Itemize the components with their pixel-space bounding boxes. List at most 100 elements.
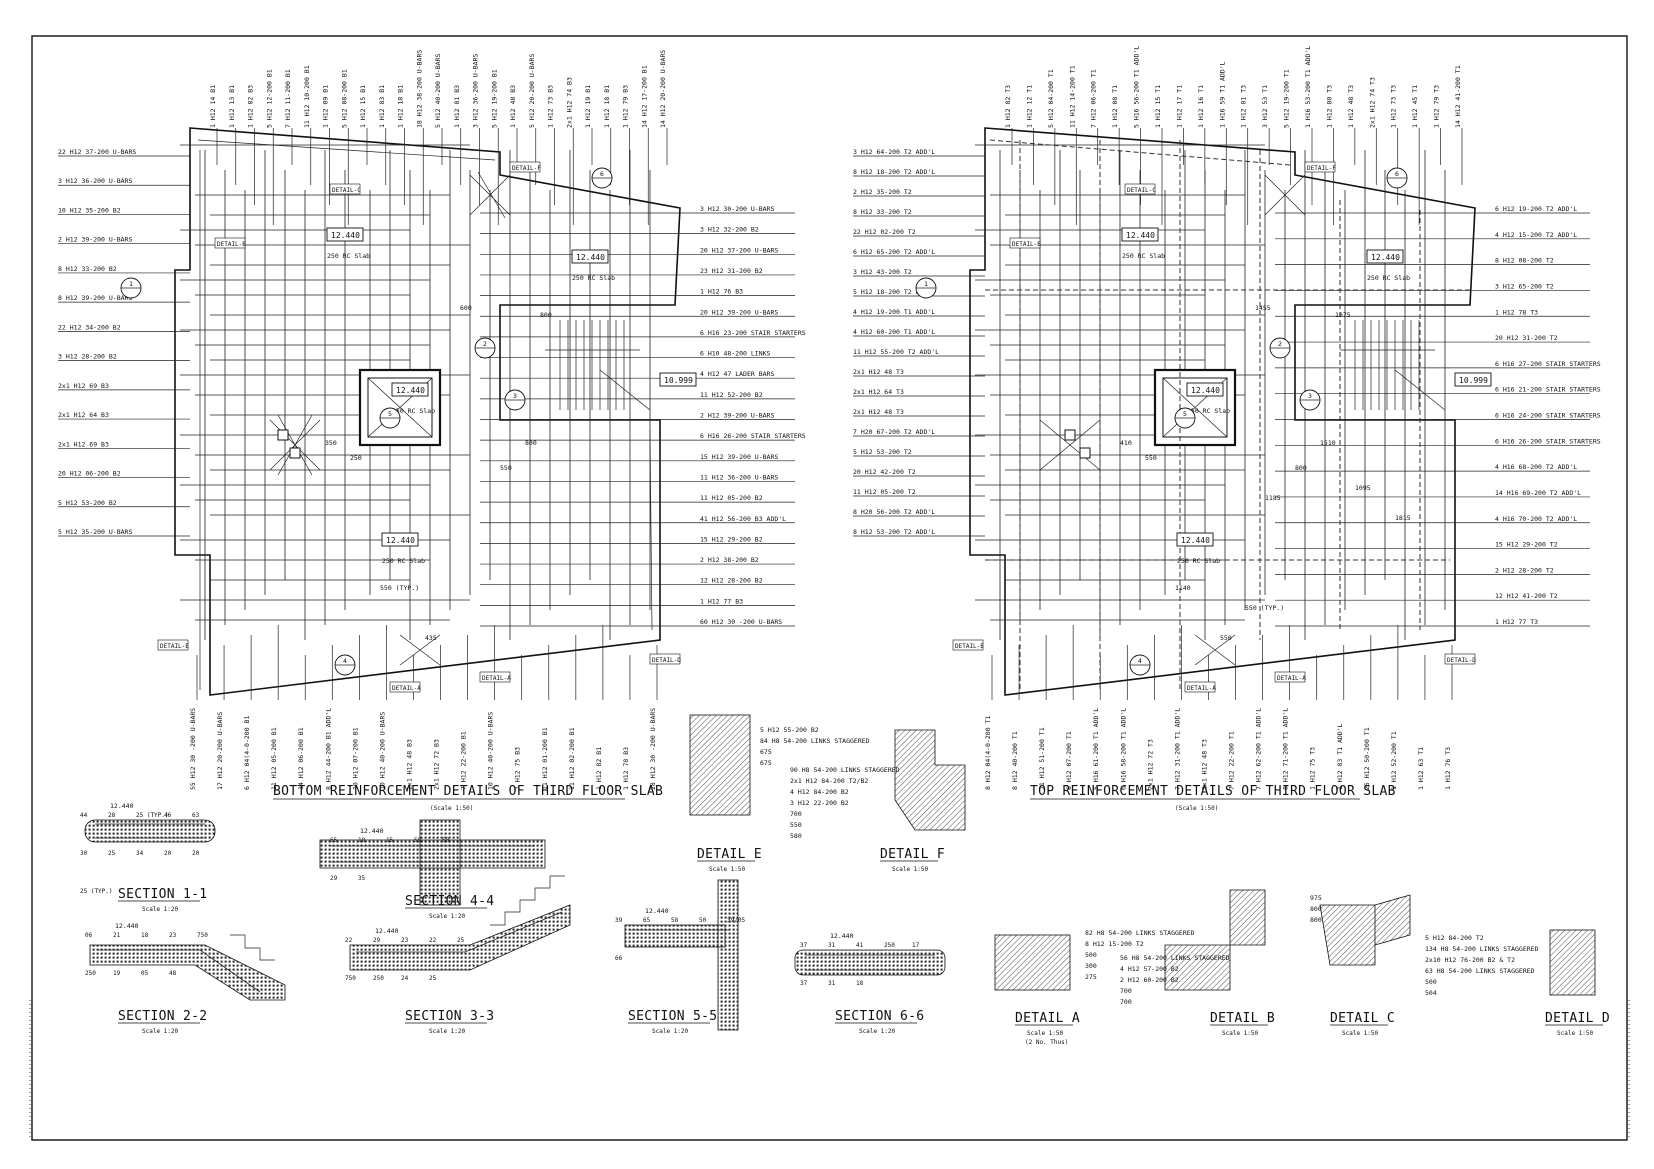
rebar-label: 22 H12 02-200 T2: [853, 228, 916, 236]
detail-note: 56 H8 54-200 LINKS STAGGERED: [1120, 954, 1230, 962]
slab-type: 250 RC Slab: [382, 557, 425, 565]
section-marker-number: 6: [1395, 170, 1399, 178]
detail-scale: Scale 1:50: [1222, 1030, 1259, 1037]
rebar-label: 1 H12 14 B1: [209, 85, 217, 128]
section-note: 05: [141, 970, 149, 977]
slab-level: 12.440: [331, 231, 360, 240]
detail-scale: Scale 1:50: [1342, 1030, 1379, 1037]
section-note: 63: [192, 812, 200, 819]
rebar-label: 6 H16 23-200 STAIR STARTERS: [700, 329, 806, 337]
rebar-label: 5 H12 18-200 T2 ADD'L: [853, 288, 935, 296]
dimension-text: 410: [1120, 439, 1132, 447]
rebar-label: 2x1 H12 48 T3: [1200, 739, 1208, 790]
rebar-label: 5 H12 35-200 U-BARS: [58, 528, 132, 536]
dimension-text: 550: [1220, 634, 1232, 642]
rebar-label: 1 H12 82 T3: [1004, 85, 1012, 128]
rebar-label: 8 H12 39-200 U-BARS: [58, 294, 132, 302]
rebar-label: 1 H12 18 B1: [397, 85, 405, 128]
section-marker-number: 3: [1308, 392, 1312, 400]
section-scale: Scale 1:20: [142, 1028, 179, 1035]
detail-note: 675: [760, 759, 772, 767]
level-text: 12.440: [110, 802, 134, 810]
detail-tag-label: DETAIL-F: [1307, 165, 1336, 172]
section-note: 25 (TYP.): [136, 812, 169, 819]
dimension-text: 435: [425, 634, 437, 642]
rebar-label: 8 H12 33-200 B2: [58, 265, 117, 273]
section-note: 50: [699, 917, 707, 924]
detail-note: 275: [1085, 973, 1097, 981]
slab-level: 12.440: [576, 253, 605, 262]
rebar-label: 15 H12 29-200 B2: [700, 535, 763, 543]
dimension-text: 550: [1145, 454, 1157, 462]
rebar-label: 11 H12 36-200 U-BARS: [700, 473, 778, 481]
slab-outline: [174, 127, 681, 696]
rebar-label: 3 H12 64-200 T2 ADD'L: [853, 148, 935, 156]
detail-note: 5 H12 84-200 T2: [1425, 934, 1484, 942]
detail-note: 700: [790, 810, 802, 818]
rebar-label: 18 H12 38-200 U-BARS: [415, 50, 423, 128]
rebar-label: 1 H12 08 T1: [1111, 85, 1119, 128]
detail-note: 700: [1120, 998, 1132, 1006]
dimension-text: 550 (TYP.): [380, 584, 419, 592]
level-tag: [659, 372, 697, 387]
dimension-text: 1815: [1395, 514, 1411, 522]
stair-flight: [545, 320, 651, 411]
section-note: 18: [856, 980, 864, 987]
rebar-label: 20 H12 37-200 U-BARS: [700, 246, 778, 254]
slab-level: 12.440: [1126, 231, 1155, 240]
detail-tag: [1124, 183, 1156, 195]
rebar-label: 14 H16 69-200 T2 ADD'L: [1495, 489, 1581, 497]
level-tag: [1121, 227, 1159, 242]
rebar-label: 1 H12 76 B3: [700, 288, 743, 296]
section-note: 21: [113, 932, 121, 939]
rebar-label: 1 H12 79 B3: [622, 85, 630, 128]
rebar-label: 20 H12 42-200 T2: [853, 468, 916, 476]
detail-tag-label: DETAIL-E: [955, 643, 984, 650]
rebar-label: 20 H12 31-200 T2: [1495, 334, 1558, 342]
rebar-label: 1 H12 48 T3: [1347, 85, 1355, 128]
dimension-text: 800: [1295, 464, 1307, 472]
section-note: 23: [169, 932, 177, 939]
section-note: 250: [373, 975, 384, 982]
rebar-label: 6 H16 21-200 STAIR STARTERS: [1495, 386, 1601, 394]
detail-tag: [479, 671, 511, 683]
section-note: 66: [615, 955, 623, 962]
detail-note: 300: [1085, 962, 1097, 970]
rebar-label: 1 H12 12 T1: [1025, 85, 1033, 128]
slab-type: 250 RC Slab: [1122, 252, 1165, 260]
rebar-label: 8 H20 56-200 T2 ADD'L: [853, 508, 935, 516]
detail-tag: [1184, 681, 1216, 693]
rebar-label: 5 H12 40-200 U-BARS: [434, 54, 442, 128]
slab-level: 12.440: [1371, 253, 1400, 262]
section-note: 250: [884, 942, 895, 949]
rebar-label: 1 H16 59 T1 ADD'L: [1218, 61, 1226, 128]
top-plan-scale: (Scale 1:50): [1175, 805, 1218, 812]
dimension-text: 1455: [1255, 304, 1271, 312]
dimension-text: 1185: [1265, 494, 1281, 502]
rebar-label: 1 H12 77 T3: [1495, 618, 1538, 626]
section-note: 29: [330, 875, 338, 882]
rebar-label: 1 H12 18 B1: [603, 85, 611, 128]
rebar-label: 5 H16 56-200 T1 ADD'L: [1133, 46, 1141, 128]
slab-type: 250 RC Slab: [1177, 557, 1220, 565]
rebar-label: 15 H12 29-200 T2: [1495, 541, 1558, 549]
rebar-label: 7 H12 22-200 B1: [460, 731, 468, 790]
top-plan-title: TOP REINFORCEMENT DETAILS OF THIRD FLOOR…: [1030, 784, 1396, 799]
detail-tag: [952, 639, 984, 651]
rebar-label: 5 H16 61-200 T1 ADD'L: [1092, 708, 1100, 790]
rebar-label: 1 H16 53-200 T1 ADD'L: [1304, 46, 1312, 128]
rebar-label: 11 H12 14-200 T1: [1068, 65, 1076, 128]
rebar-label: 2x1 H12 69 B3: [58, 440, 109, 448]
rebar-label: 1 H12 19 B1: [584, 85, 592, 128]
section-note: 29: [373, 937, 381, 944]
rebar-label: 10 H12 07-200 B1: [351, 727, 359, 790]
rebar-label: 14 H12 17-200 B1: [640, 65, 648, 128]
rebar-label: 1 H12 80 T3: [1325, 85, 1333, 128]
section-note: 06: [85, 932, 93, 939]
section-note: 65: [330, 837, 338, 844]
slab-type: 250 RC Slab: [392, 407, 435, 415]
rebar-grid: [180, 144, 651, 640]
section-note: 34: [136, 850, 144, 857]
rebar-label: 8 H12 18-200 T2 ADD'L: [853, 168, 935, 176]
